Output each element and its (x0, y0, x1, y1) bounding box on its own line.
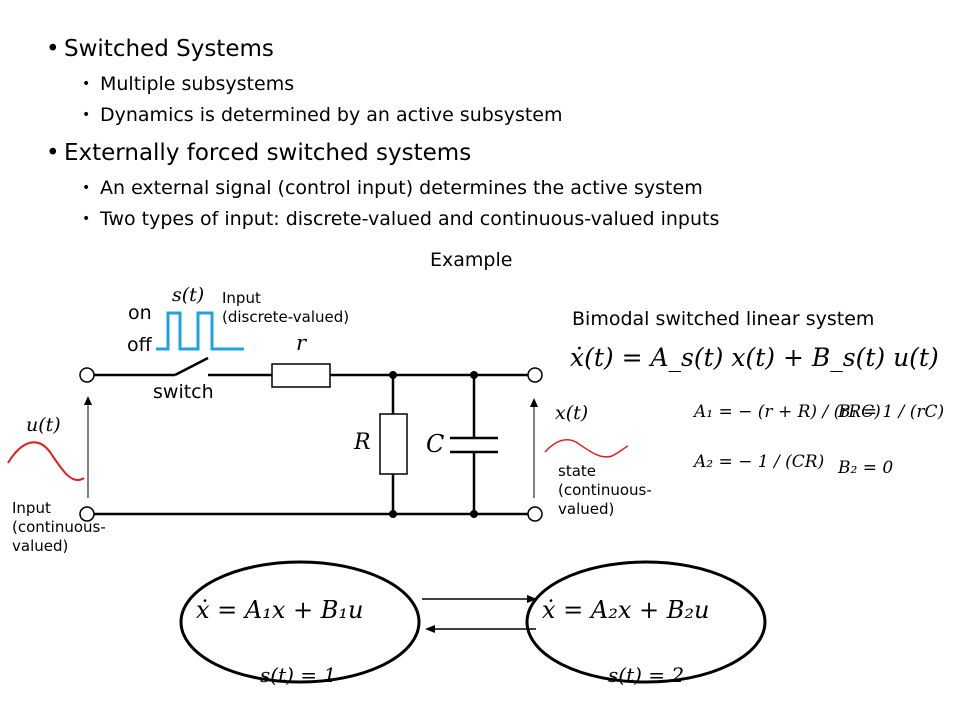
resistor-R (379, 413, 408, 475)
bullet-text: Externally forced switched systems (64, 140, 472, 166)
subbullet-text: Two types of input: discrete-valued and … (100, 208, 720, 230)
subbullet-text: Dynamics is determined by an active subs… (100, 104, 563, 126)
input-u-label: u(t) (26, 414, 61, 436)
label-line: Input (12, 499, 51, 517)
junction-dot (470, 371, 478, 379)
A1-equation: A₁ = − (r + R) / (rRC) (694, 402, 881, 422)
main-equation: ẋ(t) = A_s(t) x(t) + B_s(t) u(t) (570, 343, 939, 372)
subbullet-text: Multiple subsystems (100, 73, 295, 95)
mode-2-label: s(t) = 2 (608, 663, 685, 687)
subbullet-text: An external signal (control input) deter… (100, 177, 703, 199)
bullet-externally-forced: •Externally forced switched systems (46, 140, 472, 166)
subbullet: •An external signal (control input) dete… (82, 177, 703, 199)
subbullet: •Two types of input: discrete-valued and… (82, 208, 720, 230)
arrowhead (84, 396, 92, 405)
subbullet: •Multiple subsystems (82, 73, 295, 95)
mode-1-ellipse (179, 560, 421, 684)
off-label: off (127, 334, 152, 356)
switching-signal-wave (156, 311, 244, 351)
B1-equation: B₁ = 1 / (rC) (838, 402, 945, 422)
resistor-r (271, 363, 331, 388)
A2-equation: A₂ = − 1 / (CR) (694, 452, 825, 472)
arrowhead (530, 398, 538, 407)
resistor-R-label: R (354, 430, 371, 455)
mode-2-ellipse (525, 560, 767, 684)
label-line: (discrete-valued) (222, 308, 350, 326)
label-line: Input (222, 289, 261, 307)
input-continuous-label: Input (continuous- valued) (12, 499, 106, 556)
arrowhead (425, 625, 435, 633)
B2-equation: B₂ = 0 (838, 458, 894, 478)
input-sine-wave (7, 441, 85, 481)
subbullet: •Dynamics is determined by an active sub… (82, 104, 563, 126)
on-label: on (128, 302, 152, 324)
capacitor-C-label: C (426, 430, 445, 458)
switching-signal-label: s(t) (172, 284, 205, 306)
junction-dot (389, 371, 397, 379)
bullet-switched-systems: •Switched Systems (46, 36, 274, 62)
state-label: state (continuous- valued) (558, 462, 652, 519)
label-line: valued) (558, 500, 615, 518)
label-line: state (558, 462, 596, 480)
input-discrete-label: Input (discrete-valued) (222, 289, 349, 327)
junction-dot (389, 510, 397, 518)
junction-dot (470, 510, 478, 518)
label-line: (continuous- (12, 518, 106, 536)
resistor-r-label: r (296, 331, 307, 355)
terminal-top-left (79, 367, 95, 383)
mode-1-equation: ẋ = A₁x + B₁u (196, 596, 364, 624)
mode-1-label: s(t) = 1 (260, 663, 337, 687)
switch-blade (174, 356, 209, 377)
switch-label: switch (153, 381, 214, 403)
mode-2-equation: ẋ = A₂x + B₂u (542, 596, 710, 624)
label-line: (continuous- (558, 481, 652, 499)
state-x-label: x(t) (555, 402, 589, 424)
terminal-bottom-right (527, 506, 543, 522)
terminal-top-right (527, 367, 543, 383)
system-title: Bimodal switched linear system (572, 308, 875, 330)
example-title: Example (430, 249, 513, 271)
state-wave (544, 439, 629, 458)
arrowhead (527, 595, 537, 603)
bullet-text: Switched Systems (64, 36, 274, 62)
label-line: valued) (12, 537, 69, 555)
